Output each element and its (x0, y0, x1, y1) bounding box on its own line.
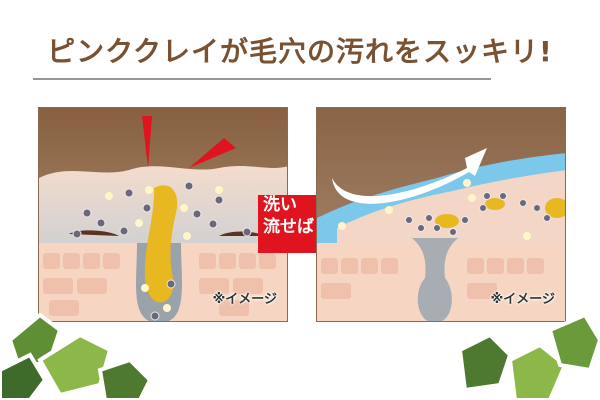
ivy-leaves-decoration-right (457, 312, 600, 400)
arrow-label-line2: 流せば (263, 217, 314, 237)
title-divider (33, 78, 491, 80)
ivy-leaves-decoration-left (0, 312, 153, 400)
sparkles (105, 186, 223, 312)
dirt-particles (405, 192, 551, 236)
page-title: ピンククレイが毛穴の汚れをスッキリ! (47, 35, 553, 68)
wash-arrow-label: 洗い 流せば (263, 194, 333, 238)
image-note-caption: ※イメージ (212, 292, 277, 307)
clay-particles (435, 198, 565, 228)
image-note-caption: ※イメージ (490, 292, 555, 307)
pore-after-illustration (317, 108, 565, 321)
after-illustration-panel: ※イメージ (316, 107, 566, 322)
skin-cells (321, 258, 544, 299)
pore-before-illustration (39, 108, 287, 321)
dirt-particles (72, 181, 252, 321)
sparkles (338, 179, 531, 240)
skin-cells (43, 253, 276, 316)
arrow-label-line1: 洗い (263, 195, 297, 215)
before-illustration-panel: ※イメージ (38, 107, 288, 322)
